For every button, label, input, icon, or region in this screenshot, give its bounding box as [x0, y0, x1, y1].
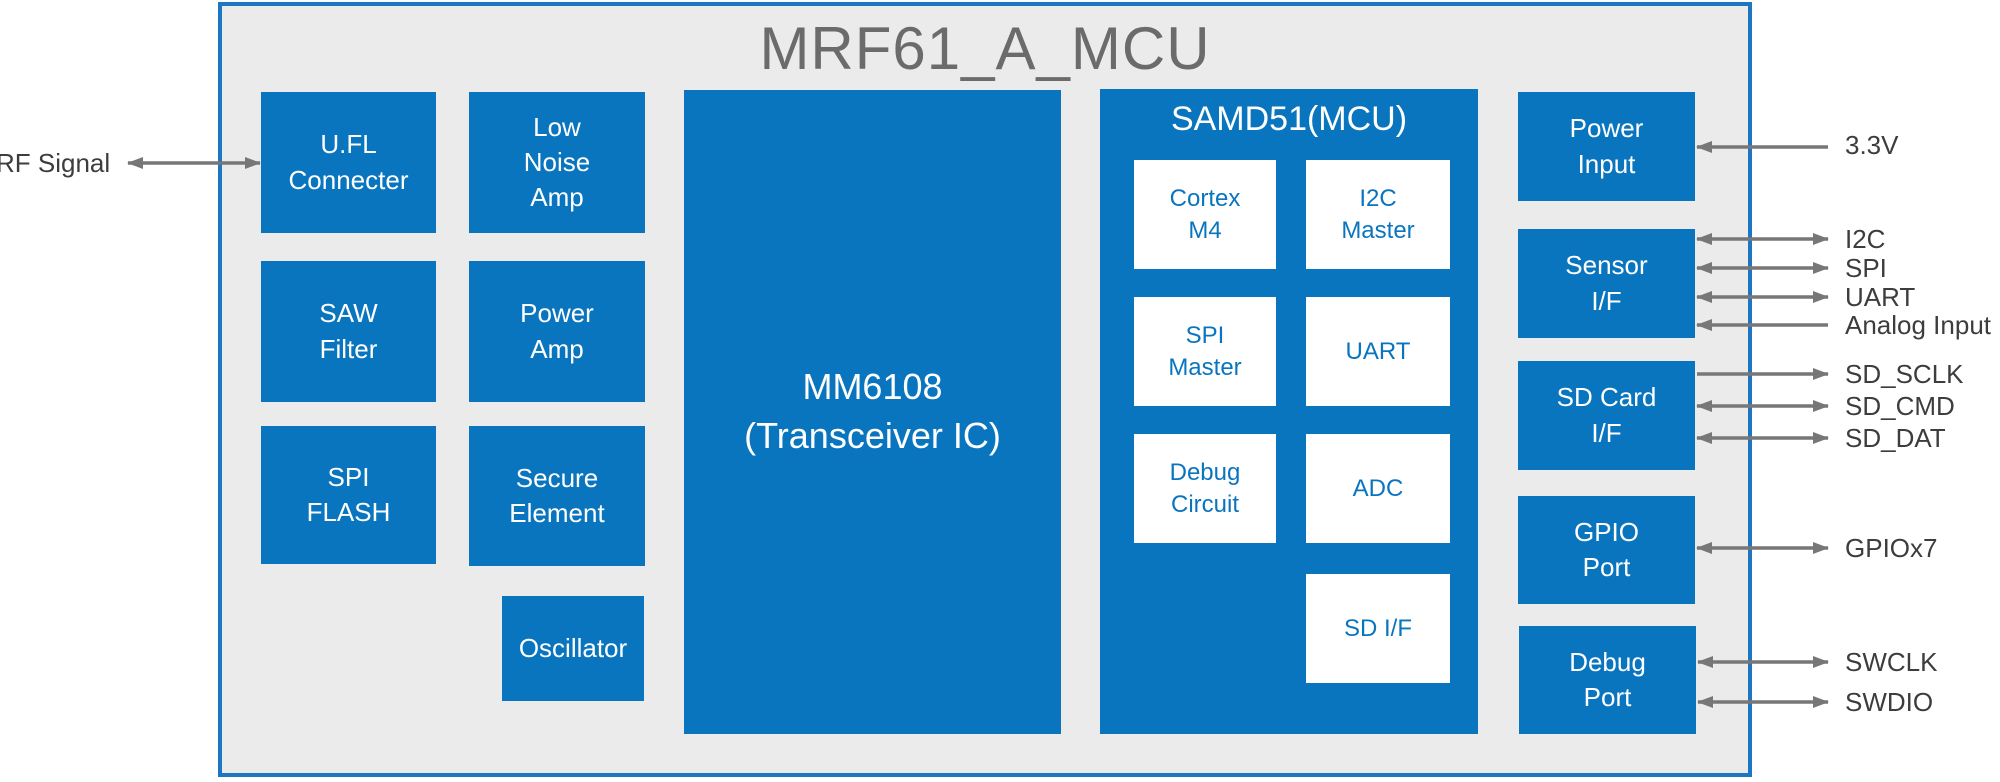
- cortex-m4-label: Cortex M4: [1169, 184, 1241, 244]
- transceiver-label: MM6108 (Transceiver IC): [744, 366, 1001, 456]
- signal-3v3-label: 3.3V: [1845, 130, 1899, 160]
- signal-uart-label: UART: [1845, 282, 1916, 312]
- sd-if-block: SD I/F: [1306, 574, 1450, 683]
- mcu-title: SAMD51(MCU): [1170, 100, 1408, 138]
- power-amp-block: Power Amp: [469, 261, 645, 402]
- spi-master-label: SPI Master: [1168, 321, 1242, 381]
- gpio-port-label: GPIO Port: [1573, 516, 1639, 582]
- sensor-if-block: Sensor I/F: [1518, 229, 1695, 338]
- secure-element-label: Secure Element: [509, 462, 605, 528]
- spi-flash-block: SPI FLASH: [261, 426, 436, 564]
- sensor-if-label: Sensor I/F: [1565, 250, 1648, 316]
- debug-circuit-block: Debug Circuit: [1134, 434, 1276, 543]
- ufl-connector-block: U.FL Connecter: [261, 92, 436, 233]
- signal-sd-dat-label: SD_DAT: [1845, 423, 1946, 453]
- spi-master-block: SPI Master: [1134, 297, 1276, 406]
- uart-block: UART: [1306, 297, 1450, 406]
- debug-port-label: Debug Port: [1569, 646, 1646, 712]
- signal-gpio-label: GPIOx7: [1845, 533, 1938, 563]
- saw-filter-label: SAW Filter: [319, 298, 378, 364]
- secure-element-block: Secure Element: [469, 426, 645, 566]
- signal-swdio-label: SWDIO: [1845, 687, 1934, 717]
- transceiver-block: MM6108 (Transceiver IC): [684, 90, 1061, 734]
- cortex-m4-block: Cortex M4: [1134, 160, 1276, 269]
- uart-label: UART: [1345, 337, 1411, 365]
- sd-card-if-label: SD Card I/F: [1556, 382, 1657, 448]
- signal-sd-sclk-label: SD_SCLK: [1845, 359, 1964, 389]
- i2c-master-block: I2C Master: [1306, 160, 1450, 269]
- debug-circuit-label: Debug Circuit: [1169, 458, 1241, 518]
- gpio-port-block: GPIO Port: [1518, 496, 1695, 604]
- signal-analog-label: Analog Input: [1845, 310, 1992, 340]
- power-input-label: Power Input: [1569, 113, 1644, 179]
- rf-signal-label: RF Signal: [0, 148, 111, 178]
- adc-label: ADC: [1352, 474, 1404, 502]
- oscillator-label: Oscillator: [518, 632, 628, 663]
- debug-port-block: Debug Port: [1519, 626, 1696, 734]
- oscillator-block: Oscillator: [502, 596, 644, 701]
- lna-block: Low Noise Amp: [469, 92, 645, 233]
- saw-filter-block: SAW Filter: [261, 261, 436, 402]
- sd-if-label: SD I/F: [1343, 614, 1412, 642]
- lna-label: Low Noise Amp: [523, 111, 591, 213]
- power-input-block: Power Input: [1518, 92, 1695, 201]
- power-amp-label: Power Amp: [520, 298, 594, 364]
- ufl-connector-label: U.FL Connecter: [288, 129, 409, 195]
- signal-sd-cmd-label: SD_CMD: [1845, 391, 1955, 421]
- spi-flash-label: SPI FLASH: [306, 461, 391, 527]
- signal-spi-label: SPI: [1845, 253, 1887, 283]
- signal-i2c-label: I2C: [1845, 224, 1886, 254]
- module-title: MRF61_A_MCU: [759, 15, 1211, 82]
- adc-block: ADC: [1306, 434, 1450, 543]
- signal-swclk-label: SWCLK: [1845, 647, 1938, 677]
- sd-card-if-block: SD Card I/F: [1518, 361, 1695, 470]
- i2c-master-label: I2C Master: [1341, 184, 1415, 244]
